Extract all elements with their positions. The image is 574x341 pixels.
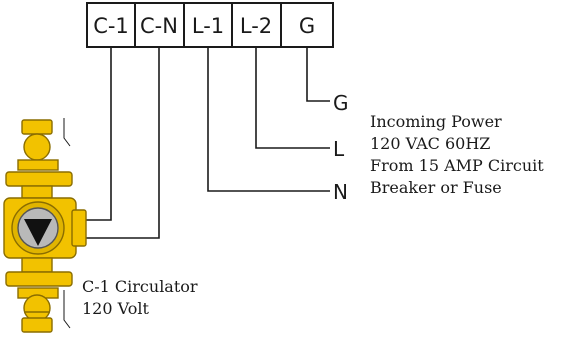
terminal-label-l2: L-2 bbox=[240, 14, 272, 38]
power-note-line-1: Incoming Power bbox=[370, 112, 502, 131]
circulator-note: C-1 Circulator 120 Volt bbox=[82, 277, 198, 318]
wires bbox=[80, 47, 330, 239]
terminal-block: C-1 C-N L-1 L-2 G bbox=[86, 2, 334, 48]
terminal-label-l1: L-1 bbox=[192, 14, 224, 38]
wire-label-g: G bbox=[333, 91, 349, 115]
terminal-label-cn: C-N bbox=[140, 14, 178, 38]
wire-c1 bbox=[80, 47, 112, 221]
power-note: Incoming Power 120 VAC 60HZ From 15 AMP … bbox=[370, 112, 544, 197]
terminal-label-c1: C-1 bbox=[93, 14, 129, 38]
wire-l1 bbox=[207, 47, 330, 192]
circulator-note-line-2: 120 Volt bbox=[82, 299, 149, 318]
wire-cn bbox=[80, 47, 160, 239]
circulator-pump-illustration bbox=[3, 118, 87, 333]
power-note-line-2: 120 VAC 60HZ bbox=[370, 134, 490, 153]
terminal-label-g: G bbox=[299, 14, 315, 38]
power-note-line-3: From 15 AMP Circuit bbox=[370, 156, 544, 175]
circulator-note-line-1: C-1 Circulator bbox=[82, 277, 198, 296]
power-note-line-4: Breaker or Fuse bbox=[370, 178, 502, 197]
wire-g bbox=[306, 47, 330, 102]
wire-l2 bbox=[255, 47, 330, 149]
wire-label-l: L bbox=[333, 137, 345, 161]
wire-label-n: N bbox=[333, 180, 348, 204]
